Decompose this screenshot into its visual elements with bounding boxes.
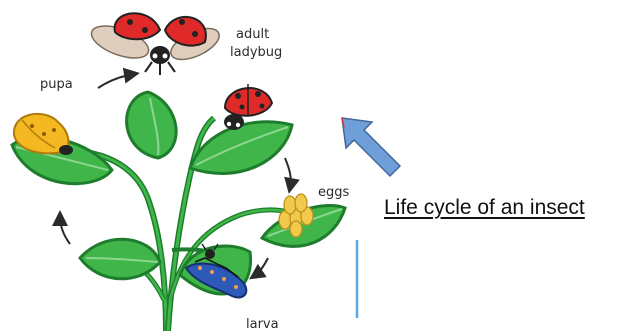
cycle-arrow-icon	[60, 216, 70, 244]
label-larva: larva	[246, 317, 279, 331]
label-eggs: eggs	[318, 185, 350, 200]
flying-ladybug	[87, 13, 223, 75]
cycle-arrow-icon	[98, 74, 134, 88]
cycle-arrow-icon	[285, 158, 291, 188]
label-pupa: pupa	[40, 77, 73, 92]
caption-text: Life cycle of an insect	[384, 196, 585, 220]
label-adult-line1: adult	[236, 27, 269, 42]
cycle-arrow-icon	[254, 258, 268, 276]
label-adult-line2: ladybug	[230, 45, 282, 60]
label-adult-ladybug: adult ladybug	[230, 27, 282, 60]
block-arrow-icon	[342, 118, 400, 176]
leaf-left-lower	[80, 239, 160, 279]
leaf-top	[127, 92, 177, 158]
